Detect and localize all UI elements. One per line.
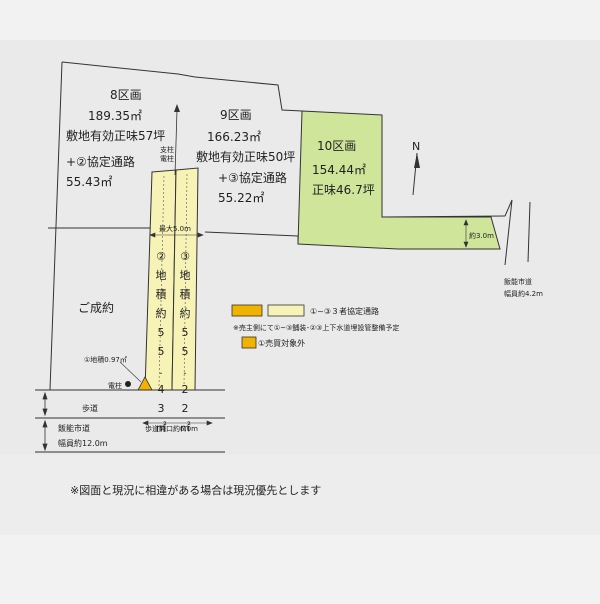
north-arrow: N: [412, 140, 420, 196]
utility-pole-marker: [125, 381, 131, 387]
sold-label: ご成約: [78, 300, 114, 315]
lot-10-area: 154.44㎡: [312, 163, 366, 177]
side-road-width: 幅員約4.2m: [504, 289, 543, 298]
width-3m-label: 約3.0m: [469, 231, 494, 240]
note-background: [0, 455, 600, 535]
legend-agreement-road: ①~③３者協定通路: [310, 306, 379, 316]
legend-swatch-excluded: [241, 336, 257, 349]
bottom-pole-label: 電柱: [108, 381, 122, 390]
lot-9-name: 9区画: [220, 108, 252, 122]
lot-9-road-area: 55.22㎡: [218, 191, 264, 205]
legend-swatch-yellow: [267, 304, 305, 317]
legend-swatch-orange: [231, 304, 263, 317]
width-dimension: [149, 232, 204, 238]
legend-excluded: ①売買対象外: [258, 338, 305, 348]
sidewalk-label: 歩道: [82, 403, 98, 413]
road-width-arrows: [42, 391, 48, 452]
sidewalk-lines: [35, 389, 225, 453]
electric-pole-label: 電柱: [160, 154, 174, 163]
lot-8-road-area: 55.43㎡: [66, 175, 112, 189]
plot-1-area-label: ①地積0.97㎡: [84, 355, 127, 364]
lot-10-area: [297, 110, 501, 250]
lot-9-area: 166.23㎡: [207, 130, 261, 144]
lot-10-name: 10区画: [317, 139, 356, 153]
strip-centerlines: [158, 173, 188, 387]
lot-8-name: 8区画: [110, 88, 142, 102]
side-road-name: 飯能市道: [504, 277, 532, 286]
depth-dimension: [463, 219, 469, 248]
lot-9-tsubo: 敷地有効正味50坪: [196, 149, 295, 164]
north-label: N: [412, 140, 420, 153]
lot-8-area: 189.35㎡: [88, 109, 142, 123]
legend-note: ※売主側にて①~③舗装･②③上下水道埋設管整備予定: [233, 323, 399, 332]
lot-9-road-label: +③協定通路: [218, 170, 287, 185]
lot-8-tsubo: 敷地有効正味57坪: [66, 128, 165, 143]
lot-8-road-label: +②協定通路: [66, 154, 135, 169]
support-pole-label: 支柱: [160, 145, 174, 154]
plot-1-leader-line: [119, 361, 142, 383]
main-road-width: 幅員約12.0m: [58, 438, 108, 448]
main-road-name: 飯能市道: [58, 423, 90, 433]
sidewalk-opening-label: 歩道開口約6.0m: [145, 424, 198, 433]
width-max-label: 最大5.0m: [159, 224, 191, 233]
sidewalk-opening-dimension: [142, 420, 213, 426]
lot-10-tsubo: 正味46.7坪: [312, 183, 375, 197]
plan-background: [0, 40, 600, 455]
support-pole-arrow: [174, 104, 180, 176]
disclaimer-note: ※図面と現況に相違がある場合は現況優先とします: [70, 483, 321, 497]
